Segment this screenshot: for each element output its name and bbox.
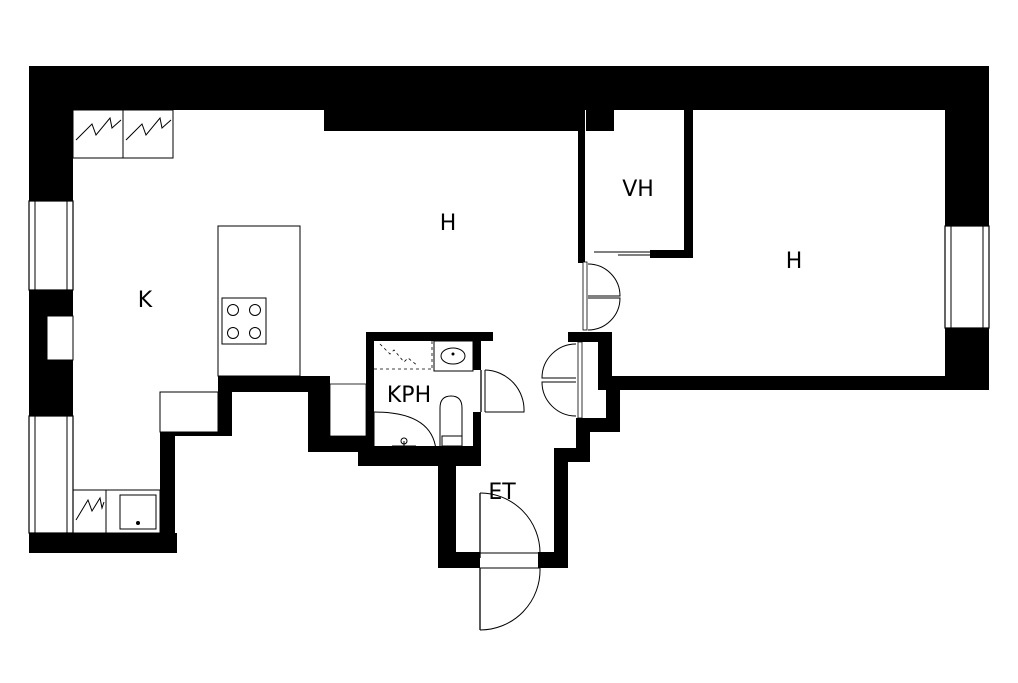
bathroom-fixtures xyxy=(373,341,437,451)
washbasin-icon xyxy=(433,340,474,372)
room-label-closet: VH xyxy=(622,177,654,202)
door-bathroom-corridor-opening xyxy=(329,383,367,437)
shower-icon xyxy=(392,437,416,447)
room-label-living: H xyxy=(440,211,457,236)
door-wardrobe-double xyxy=(541,341,583,419)
kitchen-counter-lower xyxy=(159,391,219,433)
door-bedroom-double xyxy=(582,261,621,331)
stove-icon xyxy=(227,304,261,339)
door-closet-sliding xyxy=(594,251,650,256)
kitchen-cabinets-top xyxy=(72,109,174,159)
door-bathroom xyxy=(480,369,525,413)
chimney-niche xyxy=(46,315,74,361)
kitchen-island xyxy=(217,225,301,377)
interior-walls xyxy=(308,108,693,568)
room-label-bathroom: KPH xyxy=(387,383,431,408)
room-label-kitchen: K xyxy=(138,288,153,313)
door-entrance xyxy=(479,492,541,631)
kitchen-stepped-wall xyxy=(160,376,330,553)
room-label-bedroom: H xyxy=(786,249,803,274)
exterior-walls xyxy=(29,66,989,553)
kitchen-cabinet-bottom xyxy=(72,489,161,534)
room-label-entrance: ET xyxy=(488,480,516,505)
windows xyxy=(28,200,990,534)
kitchen-sink-icon xyxy=(119,494,157,530)
toilet-icon xyxy=(439,395,463,447)
